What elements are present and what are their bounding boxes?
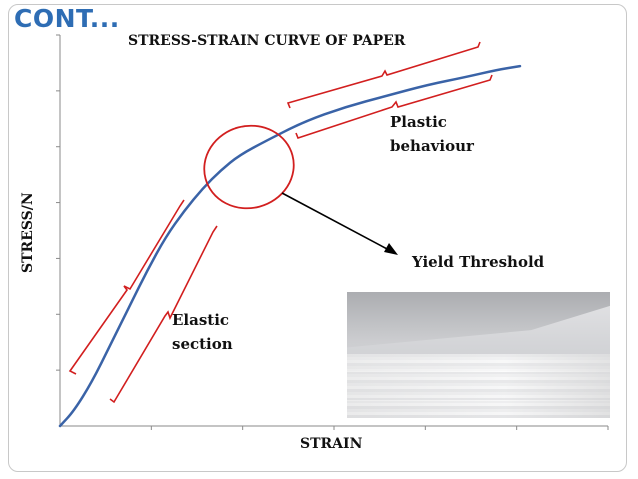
elastic-bracket-right — [109, 225, 218, 404]
paper-sheet-edge — [347, 409, 610, 413]
paper-sheet-edge — [347, 403, 610, 407]
annotation-elastic: Elastic section — [172, 308, 233, 356]
annotation-elastic-line2: section — [172, 335, 233, 353]
paper-sheet-edge — [347, 397, 610, 401]
yield-arrow-line — [281, 192, 390, 251]
elastic-bracket-left — [68, 199, 185, 375]
paper-sheet-edge — [347, 412, 610, 415]
annotation-yield: Yield Threshold — [412, 253, 545, 271]
paper-sheet-edge — [347, 374, 610, 378]
paper-sheet-edge — [347, 356, 610, 360]
annotation-plastic-line2: behaviour — [390, 137, 474, 155]
chart-axes — [56, 34, 609, 430]
paper-sheet-edge — [347, 377, 610, 381]
plastic-bracket-lower — [295, 74, 493, 139]
paper-sheet-edge — [347, 380, 610, 384]
paper-sheet-edge — [347, 385, 610, 389]
yield-region-ellipse — [203, 124, 295, 210]
chart-annotations-overlay — [68, 41, 493, 404]
paper-sheet-edge — [347, 371, 610, 375]
annotation-elastic-line1: Elastic — [172, 311, 230, 329]
series-line — [58, 64, 522, 428]
paper-stack-photo — [347, 292, 610, 418]
paper-sheet-edge — [347, 400, 610, 404]
chart-marks — [58, 64, 522, 428]
paper-sheet-edge — [347, 368, 610, 372]
paper-sheet-edge — [347, 354, 610, 357]
slide-title: CONT... — [14, 4, 120, 33]
annotation-plastic: Plastic behaviour — [390, 110, 474, 158]
paper-sheet-edge — [347, 388, 610, 392]
x-axis-label: STRAIN — [300, 436, 363, 452]
paper-sheet-edge — [347, 359, 610, 363]
paper-sheet-edge — [347, 365, 610, 369]
slide-frame — [8, 4, 627, 472]
chart-title: STRESS-STRAIN CURVE OF PAPER — [128, 33, 406, 49]
annotation-plastic-line1: Plastic — [390, 113, 447, 131]
paper-sheet-edge — [347, 414, 610, 418]
paper-sheet-edge — [347, 394, 610, 398]
yield-arrow-head — [384, 243, 398, 255]
paper-sheet-edge — [347, 383, 610, 386]
paper-sheet-edge — [347, 406, 610, 410]
paper-sheet-edge — [347, 362, 610, 366]
paper-sheet-edge — [347, 391, 610, 395]
plastic-bracket-upper — [286, 41, 481, 109]
